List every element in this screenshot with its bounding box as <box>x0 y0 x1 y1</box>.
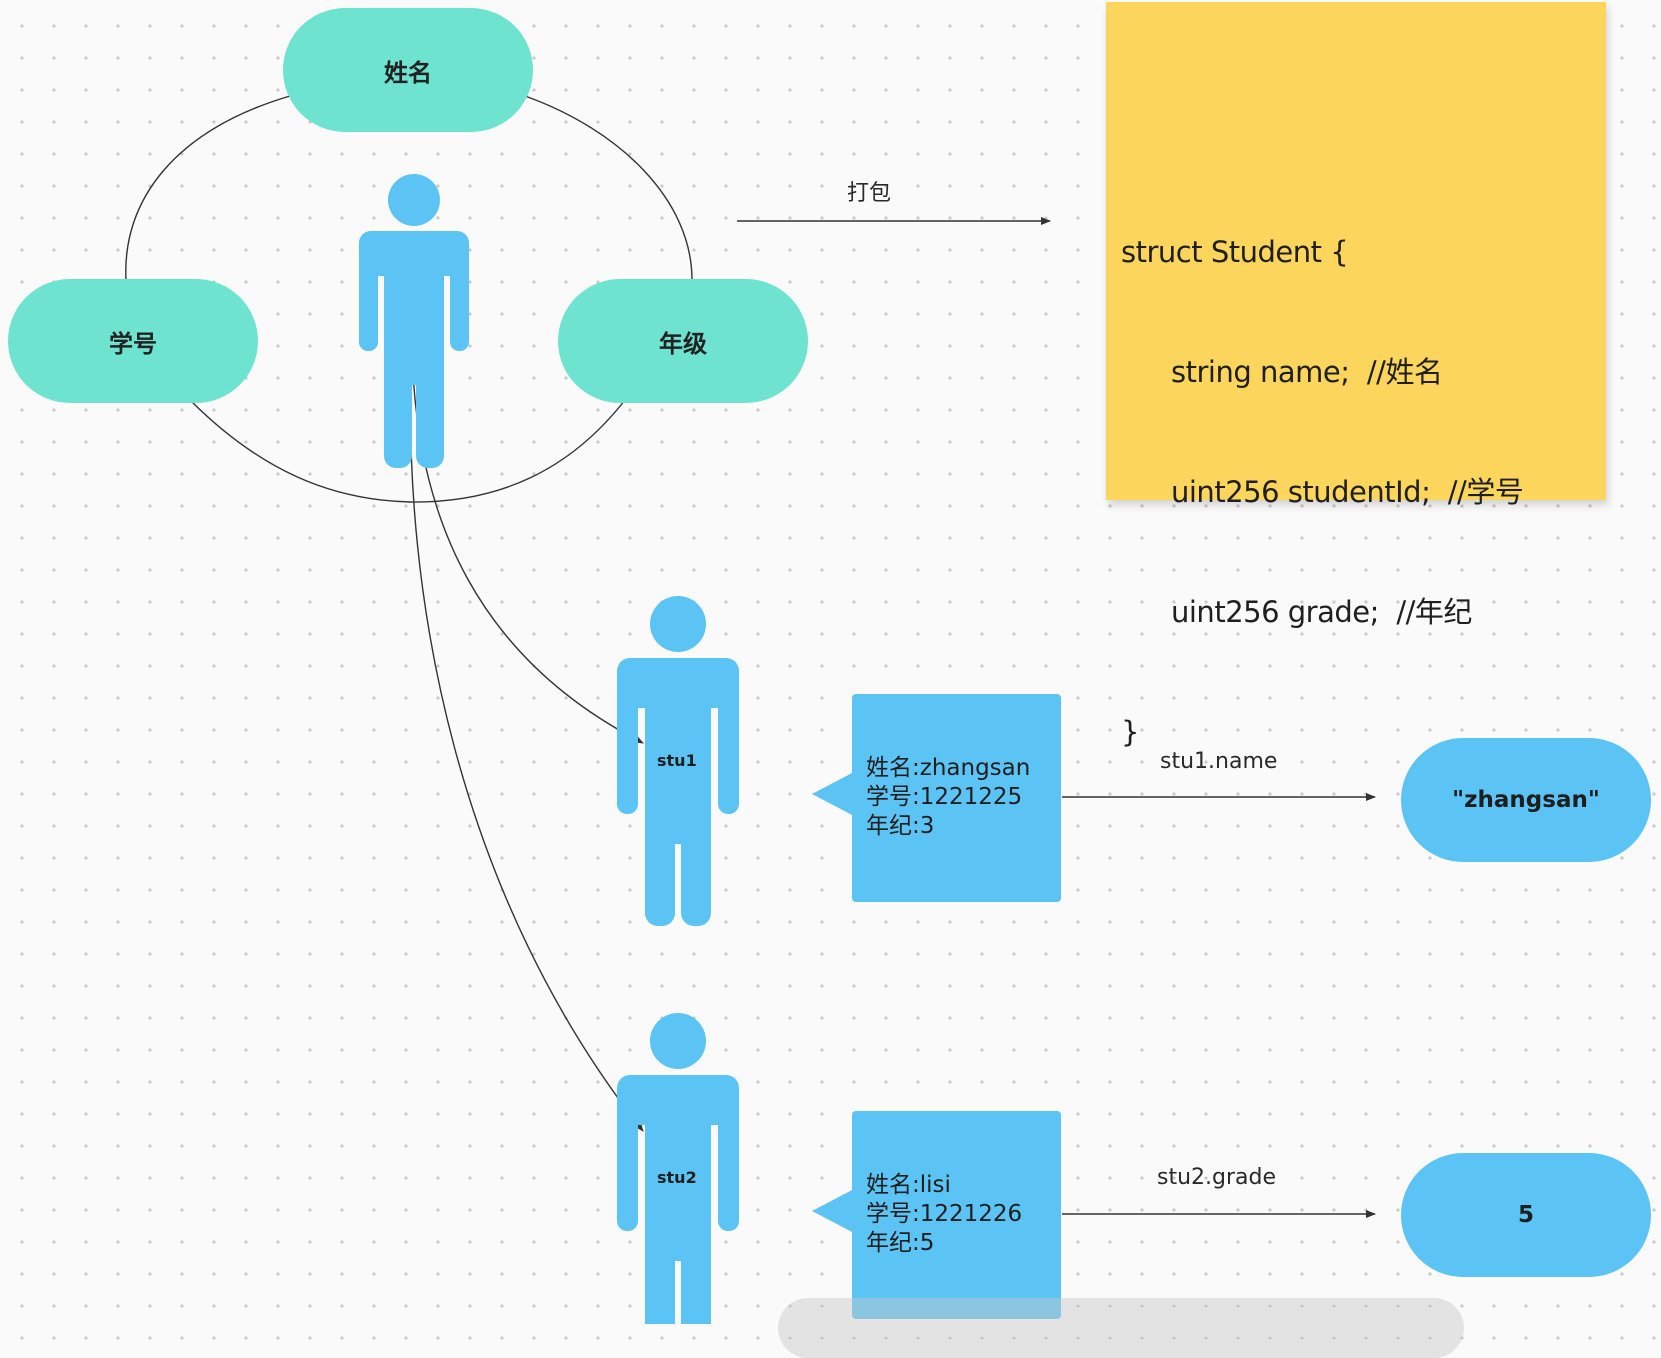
value-pill-stu1-name-label: "zhangsan" <box>1452 787 1600 813</box>
code-line: uint256 grade; //年纪 <box>1171 595 1472 629</box>
field-line: 姓名:zhangsan <box>866 755 1031 781</box>
attribute-pill-name-label: 姓名 <box>384 58 432 87</box>
attribute-loop-line <box>125 95 291 281</box>
instantiate-arrow-stu1 <box>411 345 644 744</box>
attribute-pill-name[interactable]: 姓名 <box>283 8 533 132</box>
person-icon <box>359 174 469 468</box>
attribute-pill-grade-label: 年级 <box>659 329 707 358</box>
person-icon <box>617 1013 739 1324</box>
attribute-loop-line <box>524 95 693 281</box>
field-line: 学号:1221226 <box>866 1201 1023 1227</box>
access-label-stu1: stu1.name <box>1160 749 1278 774</box>
diagram-canvas <box>125 95 1376 1324</box>
code-line: uint256 studentId; //学号 <box>1171 475 1524 509</box>
person-label-stu2: stu2 <box>657 1168 697 1187</box>
instantiate-arrow-stu2 <box>409 345 644 1132</box>
code-line: } <box>1121 715 1139 749</box>
instance-callout-stu1[interactable]: 姓名:zhangsan 学号:1221225 年纪:3 <box>812 694 1061 902</box>
person-label-stu1: stu1 <box>657 751 697 770</box>
code-line: struct Student { <box>1121 235 1349 269</box>
struct-sticky-note[interactable]: struct Student { string name; //姓名 uint2… <box>1106 2 1606 749</box>
struct-code: struct Student { string name; //姓名 uint2… <box>1121 152 1524 832</box>
instance-callout-stu2[interactable]: 姓名:lisi 学号:1221226 年纪:5 <box>812 1111 1061 1319</box>
field-line: 学号:1221225 <box>866 784 1023 810</box>
attribute-pill-student-id[interactable]: 学号 <box>8 279 258 403</box>
field-line: 姓名:lisi <box>866 1172 951 1198</box>
value-pill-stu1-name[interactable]: "zhangsan" <box>1401 738 1651 862</box>
attribute-pill-student-id-label: 学号 <box>109 329 157 358</box>
field-line: 年纪:5 <box>866 1230 935 1256</box>
field-line: 年纪:3 <box>866 813 935 839</box>
pack-label: 打包 <box>847 181 892 206</box>
code-line: string name; //姓名 <box>1171 355 1443 389</box>
person-icon <box>617 596 739 926</box>
attribute-pill-grade[interactable]: 年级 <box>558 279 808 403</box>
value-pill-stu2-grade[interactable]: 5 <box>1401 1153 1651 1277</box>
access-label-stu2: stu2.grade <box>1157 1165 1277 1190</box>
bottom-toolbar[interactable] <box>778 1298 1464 1358</box>
attribute-loop-line <box>189 399 626 503</box>
value-pill-stu2-grade-label: 5 <box>1517 1202 1534 1228</box>
